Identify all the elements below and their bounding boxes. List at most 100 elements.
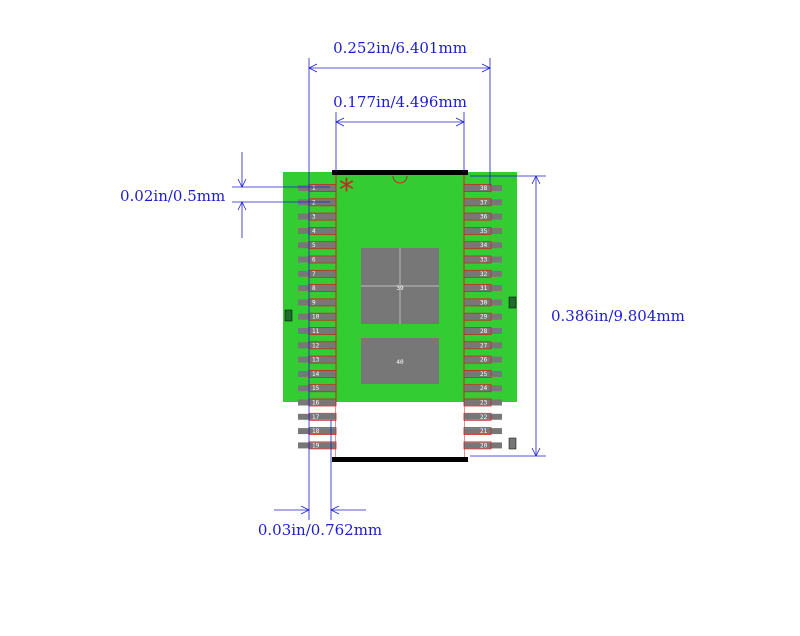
left-pin-pad — [298, 399, 336, 406]
right-pin-number: 35 — [480, 228, 488, 235]
left-pin-number: 1 — [312, 185, 316, 192]
right-pin-outline — [463, 255, 492, 264]
left-pin-number: 19 — [312, 442, 320, 449]
left-pin-pad — [298, 328, 336, 334]
side-pad-right-upper — [508, 296, 517, 309]
left-pin-pad — [298, 227, 336, 234]
right-pin-pad — [464, 242, 502, 249]
right-pin-pad — [464, 256, 502, 263]
left-pin-number: 2 — [312, 199, 316, 206]
left-pin-number: 13 — [312, 357, 320, 364]
left-pin-number: 8 — [312, 285, 316, 292]
right-pin-number: 36 — [480, 214, 488, 221]
left-pin-pad — [298, 370, 336, 377]
right-pin-number: 23 — [480, 400, 488, 407]
body-bottom-edge — [332, 457, 468, 462]
right-pin-pad — [464, 442, 502, 449]
package-body-lower — [336, 402, 464, 458]
right-pin-outline — [463, 384, 492, 393]
right-pin-number: 32 — [480, 271, 488, 278]
left-pin-number: 15 — [312, 385, 320, 392]
right-pin-outline — [463, 327, 492, 335]
left-pin-pad — [298, 270, 336, 277]
right-pin-pad — [464, 428, 502, 435]
left-pin-pad — [298, 313, 336, 320]
right-pin-pad — [464, 185, 502, 191]
left-pin-number: 7 — [312, 271, 316, 278]
right-pin-outline — [463, 298, 492, 307]
right-pin-number: 21 — [480, 428, 488, 435]
right-pin-outline — [463, 184, 492, 192]
right-pin-pad — [464, 385, 502, 392]
right-pin-outline — [463, 212, 492, 221]
right-pin-number: 34 — [480, 242, 488, 249]
side-pad-right-lower — [508, 437, 517, 450]
right-pin-pad — [464, 313, 502, 320]
right-pin-outline — [463, 398, 492, 407]
right-pin-pad — [464, 299, 502, 306]
left-pin-pad — [298, 185, 336, 191]
right-pin-pad — [464, 199, 502, 206]
right-pin-pad — [464, 213, 502, 220]
height-label: 0.386in/9.804mm — [551, 307, 685, 325]
right-pin-outline — [463, 284, 492, 293]
right-pin-outline — [463, 241, 492, 250]
right-pin-number: 22 — [480, 414, 488, 421]
right-pin-outline — [463, 312, 492, 321]
right-pin-number: 37 — [480, 199, 488, 206]
right-pin-outline — [463, 441, 492, 450]
body-top-edge — [332, 170, 468, 175]
pad-width-label: 0.03in/0.762mm — [258, 521, 382, 539]
right-pin-outline — [463, 198, 492, 207]
left-pin-pad — [298, 285, 336, 292]
overall-width-label: 0.252in/6.401mm — [333, 39, 467, 57]
left-pin-pad — [298, 428, 336, 435]
left-pin-number: 3 — [312, 214, 316, 221]
right-pin-number: 28 — [480, 328, 488, 335]
left-pin-number: 10 — [312, 314, 320, 321]
left-pin-number: 11 — [312, 328, 320, 335]
right-pin-pad — [464, 342, 502, 349]
left-pin-pad — [298, 242, 336, 249]
right-pin-pad — [464, 413, 502, 420]
right-pin-outline — [463, 226, 492, 235]
left-pin-number: 12 — [312, 342, 320, 349]
left-pin-number: 14 — [312, 371, 320, 378]
left-pin-pad — [298, 256, 336, 263]
left-pin-number: 5 — [312, 242, 316, 249]
pitch-label: 0.02in/0.5mm — [120, 187, 225, 205]
right-pin-pad — [464, 399, 502, 406]
right-pin-pad — [464, 285, 502, 292]
right-pin-outline — [463, 269, 492, 278]
left-pin-pad — [298, 385, 336, 392]
right-pin-pad — [464, 328, 502, 334]
right-pin-pad — [464, 370, 502, 377]
pin1-notch — [392, 175, 408, 184]
right-pin-number: 38 — [480, 185, 488, 192]
right-pin-outline — [463, 412, 492, 421]
left-pin-number: 6 — [312, 257, 316, 264]
side-pad-left — [284, 309, 293, 322]
right-pin-number: 24 — [480, 385, 488, 392]
left-pin-number: 9 — [312, 299, 316, 306]
left-pin-pad — [298, 299, 336, 306]
right-pin-number: 31 — [480, 285, 488, 292]
thermal-pad-39: 39 — [361, 248, 439, 324]
pin1-marker: * — [339, 173, 354, 208]
right-pin-number: 20 — [480, 442, 488, 449]
thermal-pad-39-label: 39 — [396, 285, 404, 292]
right-pin-number: 33 — [480, 257, 488, 264]
thermal-pad-40: 40 — [361, 338, 439, 384]
inner-width-label: 0.177in/4.496mm — [333, 93, 467, 111]
right-pin-number: 29 — [480, 314, 488, 321]
left-pin-pad — [298, 342, 336, 349]
right-pin-number: 25 — [480, 371, 488, 378]
right-pin-pad — [464, 227, 502, 234]
right-pin-outline — [463, 341, 492, 350]
right-pin-pad — [464, 270, 502, 277]
right-pin-outline — [463, 369, 492, 378]
left-pin-number: 18 — [312, 428, 320, 435]
left-pin-pad — [298, 442, 336, 449]
